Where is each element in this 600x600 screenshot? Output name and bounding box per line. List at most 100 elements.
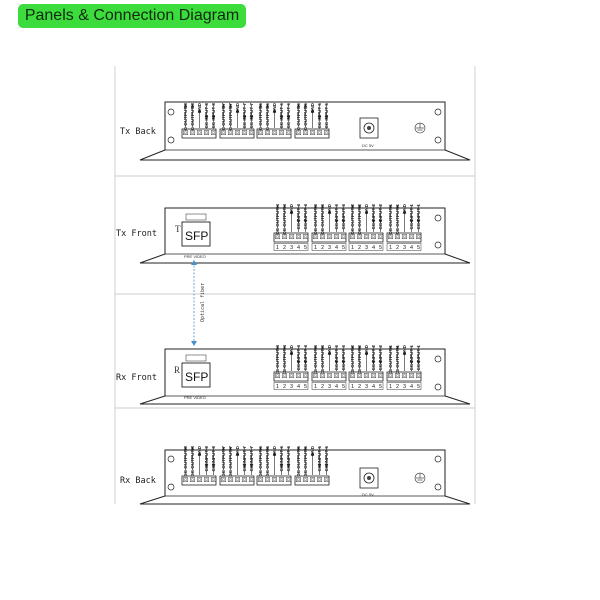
screw-head	[335, 374, 338, 377]
terminal-label: GND	[310, 445, 315, 456]
pin-number-strip	[273, 382, 309, 390]
output-arrow	[258, 447, 263, 451]
pin-number: 3	[365, 384, 368, 390]
screw-head	[259, 478, 262, 481]
screw-head	[243, 478, 246, 481]
screw-head	[328, 374, 331, 377]
terminal-label: GND	[364, 203, 369, 214]
screw-head	[417, 374, 420, 377]
input-arrow	[303, 361, 308, 365]
input-arrow	[409, 220, 414, 224]
output-arrow	[235, 109, 240, 113]
pin-number: 2	[358, 245, 361, 251]
input-arrow	[416, 220, 421, 224]
rx-back-label: Rx Back	[120, 476, 156, 486]
dc-jack: DC 5V	[359, 467, 379, 497]
input-arrow	[371, 361, 376, 365]
screw-head	[304, 131, 307, 134]
screw-head	[304, 374, 307, 377]
terminal-label: GND	[289, 203, 294, 214]
title-badge: Panels & Connection Diagram	[18, 4, 246, 28]
input-arrow	[334, 361, 339, 365]
screw-head	[236, 478, 239, 481]
input-arrow	[341, 220, 346, 224]
pin-number: 4	[297, 245, 300, 251]
output-arrow	[190, 447, 195, 451]
output-arrow	[275, 346, 280, 350]
input-arrow	[303, 220, 308, 224]
screw-head	[351, 235, 354, 238]
output-arrow	[395, 346, 400, 350]
pin-number: 1	[314, 384, 317, 390]
output-arrow	[190, 104, 195, 108]
screw-head	[379, 374, 382, 377]
terminal-label: GND	[272, 445, 277, 456]
screw-head	[396, 235, 399, 238]
input-arrow	[296, 361, 301, 365]
ground-icon	[414, 122, 426, 134]
screw-head	[342, 235, 345, 238]
pin-number-strip	[348, 243, 384, 251]
screw-head	[358, 235, 361, 238]
input-arrow	[204, 116, 209, 120]
pin-number: 2	[396, 384, 399, 390]
input-arrow	[317, 464, 322, 468]
screw-holes	[434, 355, 442, 391]
terminal-label: GND	[402, 203, 407, 214]
pin-number: 1	[276, 384, 279, 390]
pin-number: 4	[335, 245, 338, 251]
output-arrow	[402, 210, 407, 214]
input-arrow	[378, 361, 383, 365]
pin-number-strip	[311, 243, 347, 251]
pin-number: 1	[351, 245, 354, 251]
rx-front-terminals: CC OUTPUT 41CC OUTPUT 42GND3CC INPUT 44C…	[273, 344, 422, 390]
terminal-label: GND	[364, 344, 369, 355]
pin-number: 3	[328, 245, 331, 251]
screw-head	[365, 235, 368, 238]
screw-head	[198, 131, 201, 134]
screw-head	[283, 235, 286, 238]
screw-head	[229, 478, 232, 481]
screw-head	[184, 131, 187, 134]
tx-letter: T	[175, 224, 181, 234]
tx-front-terminals: CC OUTPUT 41CC OUTPUT 42GND3CC INPUT 44C…	[273, 203, 422, 251]
input-arrow	[204, 464, 209, 468]
screw-head	[396, 374, 399, 377]
pin-number: 3	[403, 384, 406, 390]
pin-number: 2	[358, 384, 361, 390]
input-arrow	[279, 116, 284, 120]
screw-head	[318, 131, 321, 134]
screw-head	[290, 374, 293, 377]
output-arrow	[282, 205, 287, 209]
input-arrow	[249, 464, 254, 468]
screw-head	[321, 374, 324, 377]
input-arrow	[317, 116, 322, 120]
screw-head	[287, 478, 290, 481]
sfp-sub-label: PRE VIDEO	[184, 395, 206, 400]
pin-number: 5	[417, 245, 420, 251]
output-arrow	[282, 346, 287, 350]
output-arrow	[313, 205, 318, 209]
pin-number: 4	[372, 245, 375, 251]
screw-head	[259, 131, 262, 134]
screw-head	[403, 374, 406, 377]
pin-number: 1	[351, 384, 354, 390]
terminal-label: GND	[272, 102, 277, 113]
terminal-label: GND	[402, 344, 407, 355]
screw-head	[297, 478, 300, 481]
terminal-label: GND	[235, 102, 240, 113]
screw-head	[410, 374, 413, 377]
pin-number: 4	[335, 384, 338, 390]
screw-holes	[434, 214, 442, 249]
screw-head	[304, 235, 307, 238]
diagram-frame	[114, 66, 476, 504]
dc-label: DC 5V	[362, 492, 374, 497]
terminal-label: GND	[197, 445, 202, 456]
screw-head	[229, 131, 232, 134]
output-arrow	[313, 346, 318, 350]
pin-number: 5	[417, 384, 420, 390]
pin-number: 5	[304, 245, 307, 251]
screw-head	[276, 235, 279, 238]
sfp-sub-label: PRE VIDEO	[184, 254, 206, 259]
